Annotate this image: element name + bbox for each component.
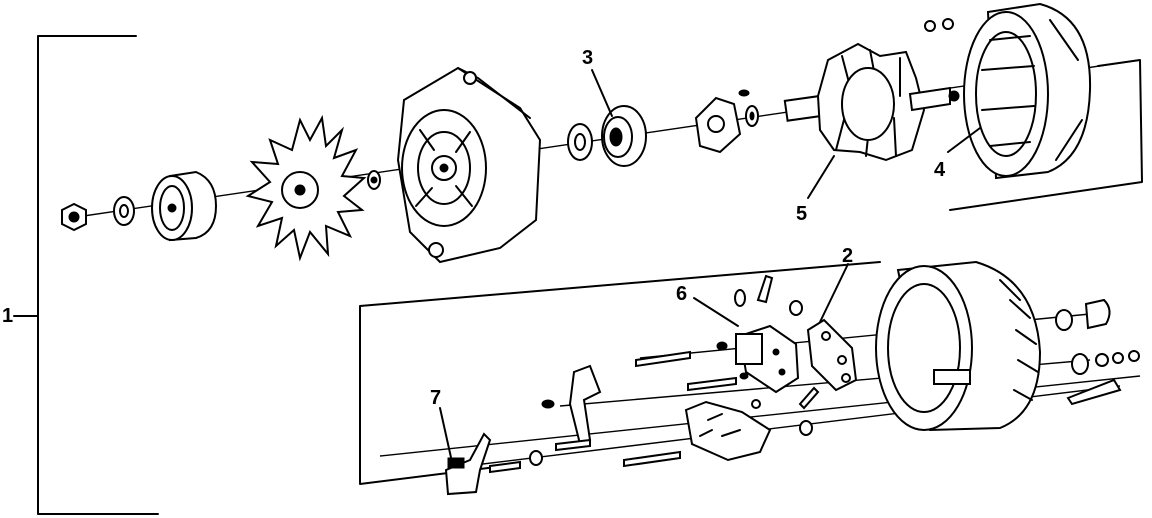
brush-holder-hardware xyxy=(635,274,803,392)
callout-3: 3 xyxy=(582,47,593,69)
leader-6 xyxy=(693,297,739,327)
rectifier-plate xyxy=(684,386,820,462)
terminal-hardware xyxy=(489,364,681,474)
pulley-washer xyxy=(113,196,135,226)
rectifier-bridge xyxy=(806,318,858,392)
upper-panel-frame xyxy=(949,59,1143,211)
collar-screws xyxy=(738,89,759,127)
leader-3 xyxy=(591,69,613,117)
collar-plate xyxy=(694,96,742,154)
callout-4: 4 xyxy=(934,159,946,181)
drive-end-bearing xyxy=(601,105,647,167)
slip-ring-end-housing xyxy=(875,260,1042,432)
rotor xyxy=(783,42,960,162)
stator xyxy=(963,2,1092,180)
terminal-bracket xyxy=(444,432,492,496)
fan-spacer xyxy=(367,170,381,190)
cooling-fan xyxy=(245,114,367,262)
pulley-nut xyxy=(61,202,87,232)
callout-6: 6 xyxy=(676,283,687,305)
drive-end-housing xyxy=(396,66,542,264)
leader-5 xyxy=(807,155,835,199)
housing-hardware xyxy=(1055,298,1140,406)
callout-1: 1 xyxy=(2,305,13,327)
stator-screws xyxy=(924,18,954,32)
leader-2 xyxy=(819,263,849,323)
callout-2: 2 xyxy=(842,245,853,267)
callout-7: 7 xyxy=(430,387,441,409)
lower-panel-frame xyxy=(359,261,881,485)
leader-7 xyxy=(439,407,453,463)
pulley xyxy=(151,170,218,242)
assembly-bracket xyxy=(13,35,159,515)
bearing-retainer xyxy=(567,123,593,161)
callout-5: 5 xyxy=(796,203,807,225)
brush-holder xyxy=(735,324,800,394)
leader-4 xyxy=(947,127,981,153)
